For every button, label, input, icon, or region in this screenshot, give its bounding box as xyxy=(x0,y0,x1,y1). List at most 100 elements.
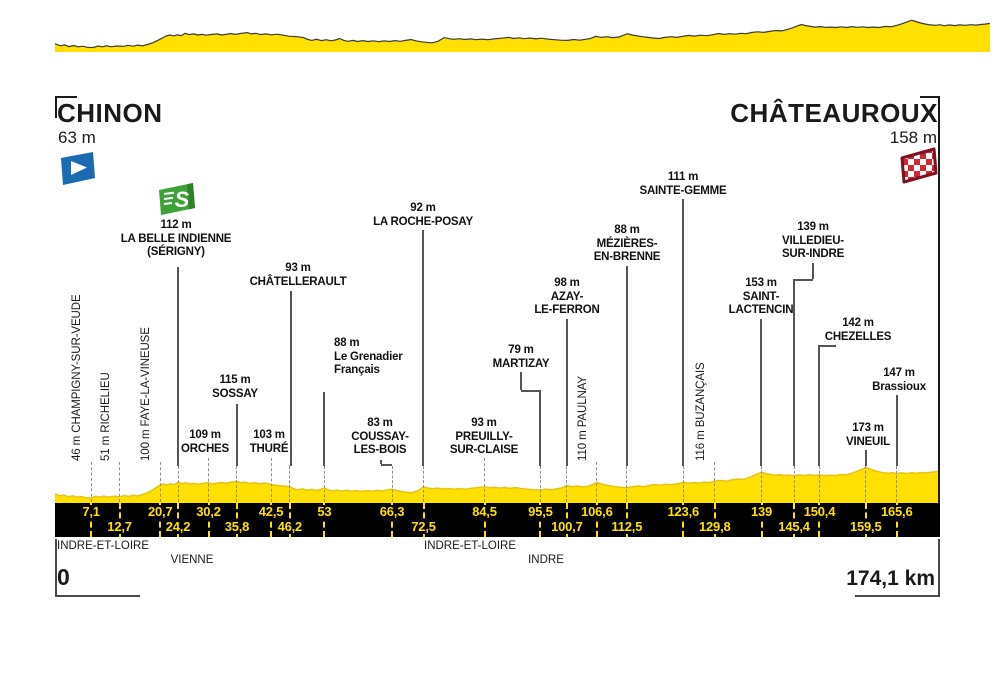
frame-bracket-bottom-right-h xyxy=(855,595,940,597)
waypoint-label-line: EN-BRENNE xyxy=(593,251,661,263)
waypoint-dash-line xyxy=(270,458,272,502)
waypoint-label-line: 93 m xyxy=(471,417,497,429)
km-number: 24,2 xyxy=(161,519,195,534)
km-number: 35,8 xyxy=(220,519,254,534)
mini-profile-strip xyxy=(54,19,990,52)
finish-title: CHÂTEAUROUX xyxy=(730,98,938,128)
waypoint-label-line: VINEUIL xyxy=(846,435,890,448)
region-label: INDRE xyxy=(528,554,564,566)
km-tick xyxy=(895,503,898,537)
sprint-letter: S xyxy=(175,187,190,212)
waypoint-label-line: 93 m xyxy=(285,262,311,274)
waypoint-label-line: CHEZELLES xyxy=(824,330,892,343)
waypoint-dash-line xyxy=(596,462,598,502)
waypoint-label-line: 147 m xyxy=(883,367,915,379)
waypoint-leader-line xyxy=(177,267,179,466)
waypoint-dash-line xyxy=(818,466,820,502)
waypoint-label-line: SOSSAY xyxy=(212,387,258,400)
waypoint-label-line: 111 m xyxy=(667,171,699,183)
waypoint-label-line: LA BELLE INDIENNE xyxy=(120,232,232,245)
waypoint-label-line: 88 m xyxy=(334,337,360,349)
km-tick xyxy=(391,503,393,537)
sprint-icon: S xyxy=(159,183,195,215)
frame-bracket-bottom-left-h xyxy=(55,595,140,597)
waypoint-label-line: Le Grenadier xyxy=(334,350,403,363)
waypoint-leader-line xyxy=(794,279,813,281)
waypoint-leader-line xyxy=(682,199,684,466)
waypoint-label-line: SAINTE-GEMME xyxy=(639,184,727,197)
km-number: 159,5 xyxy=(845,519,886,534)
waypoint-label-line: CHÂTELLERAULT xyxy=(249,275,347,288)
waypoint-leader-line xyxy=(626,266,628,466)
waypoint-label: 46 m CHAMPIGNY-SUR-VEUDE xyxy=(71,294,84,461)
waypoint-label: 100 m FAYE-LA-VINEUSE xyxy=(140,327,153,461)
km-number: 12,7 xyxy=(103,519,136,534)
waypoint-label-line: 142 m xyxy=(842,317,874,329)
waypoint-label-line: 153 m xyxy=(745,277,777,289)
waypoint-label-line: 139 m xyxy=(797,221,829,233)
frame-bracket-bottom-right-v xyxy=(938,539,940,597)
waypoint-leader-line xyxy=(566,319,568,466)
waypoint-dash-line xyxy=(208,458,209,502)
finish-line xyxy=(938,96,940,503)
waypoint-label: 51 m RICHELIEU xyxy=(99,372,112,461)
waypoint-dash-line xyxy=(423,466,425,502)
waypoint-label-line: VILLEDIEU- xyxy=(782,234,844,247)
km-number: 7,1 xyxy=(78,504,104,519)
finish-flag-icon xyxy=(900,147,938,184)
waypoint-label-line: SUR-CLAISE xyxy=(449,444,519,456)
waypoint-label-line: (SÉRIGNY) xyxy=(147,246,205,258)
mini-profile-area xyxy=(55,20,990,52)
start-elevation: 63 m xyxy=(58,128,96,147)
waypoint-label-line: 88 m xyxy=(614,224,640,236)
waypoint-dash-line xyxy=(90,462,92,502)
waypoint-label: 110 m PAULNAY xyxy=(576,376,589,461)
waypoint-leader-line xyxy=(521,390,540,392)
waypoint-label-line: 92 m xyxy=(410,202,436,214)
waypoint-label-line: 173 m xyxy=(852,422,884,434)
km-number: 112,5 xyxy=(607,519,647,534)
waypoint-dash-line xyxy=(761,466,763,502)
waypoint-dash-line xyxy=(793,466,795,502)
km-number: 53 xyxy=(313,504,336,519)
waypoint-leader-line xyxy=(793,279,795,466)
waypoint-dash-line xyxy=(236,466,238,502)
region-label: INDRE-ET-LOIRE xyxy=(424,540,517,552)
km-number: 84,5 xyxy=(468,504,501,519)
km-number: 95,5 xyxy=(524,504,557,519)
waypoint-dash-line xyxy=(391,466,393,502)
waypoint-leader-line xyxy=(760,319,762,466)
km-number: 20,7 xyxy=(143,504,177,519)
km-number: 139 xyxy=(746,504,777,519)
km-number: 66,3 xyxy=(375,504,409,519)
km-tick xyxy=(207,503,210,537)
waypoint-label-line: 109 m xyxy=(189,429,221,441)
waypoint-label-line: 115 m xyxy=(219,374,251,386)
frame-bracket-bottom-left-v xyxy=(55,539,57,597)
waypoint-dash-line xyxy=(539,466,541,502)
waypoint-leader-line xyxy=(323,392,325,466)
km-number: 46,2 xyxy=(273,519,307,534)
km-number: 145,4 xyxy=(774,519,814,534)
waypoint-label-line: AZAY- xyxy=(550,290,584,303)
km-tick xyxy=(270,503,273,537)
waypoint-label-line: MARTIZAY xyxy=(492,357,550,370)
waypoint-label-line: MÉZIÈRES- xyxy=(596,237,658,250)
km-number: 30,2 xyxy=(192,504,225,519)
km-tick xyxy=(90,503,93,537)
waypoint-dash-line xyxy=(177,466,179,502)
elevation-area xyxy=(55,467,940,503)
waypoint-dash-line xyxy=(159,462,161,502)
waypoint-leader-line xyxy=(236,404,238,466)
waypoint-dash-line xyxy=(714,462,716,502)
